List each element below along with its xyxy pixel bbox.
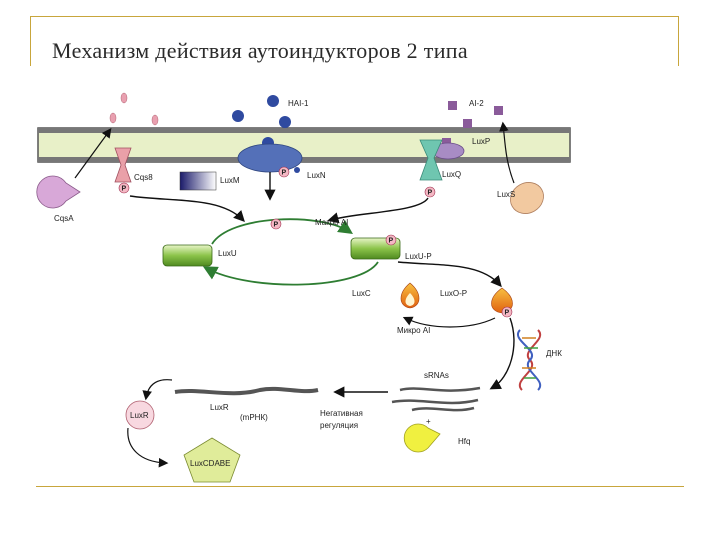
frame-left-line [30, 16, 31, 66]
srnas-label: sRNAs [424, 371, 449, 380]
plus-label: + [426, 417, 431, 426]
luxn-receptor [237, 143, 303, 173]
luxq-phosphate [424, 186, 436, 198]
luxc-label: LuxC [352, 289, 371, 298]
luxu-p-phosphate [385, 234, 397, 246]
luxp-label: LuxP [472, 137, 490, 146]
micro-ai-arrow [402, 316, 496, 328]
luxn-phosphate [278, 166, 290, 178]
luxo-to-srna-arrow [489, 317, 515, 390]
luxu-protein [162, 244, 213, 267]
luxcdabe-operon [183, 437, 241, 483]
luxm-label: LuxM [220, 176, 240, 185]
luxn-label: LuxN [307, 171, 326, 180]
srna-strands [391, 386, 481, 412]
luxn-small-dot [294, 167, 300, 173]
cqs8-to-cycle-arrow [129, 195, 245, 223]
hai1-molecules [232, 95, 291, 149]
luxq-phosphate-label: P [428, 190, 433, 197]
neg-regulation-line1: Негативная [320, 409, 363, 418]
luxu-label: LuxU [218, 249, 237, 258]
luxcdabe-label: LuxCDABE [190, 459, 230, 468]
cqs8-phosphate-label: P [122, 186, 127, 193]
luxo-p-phosphate [501, 306, 513, 318]
mrna-to-luxr-arrow [142, 379, 173, 401]
cycle-phosphate [270, 218, 282, 230]
luxm-enzyme [179, 171, 217, 191]
mrna-label: (mРНК) [240, 413, 268, 422]
frame-right-line [678, 16, 679, 66]
cqs8-receptor [114, 147, 132, 183]
cqs8-label: Cqs8 [134, 173, 153, 182]
neg-regulation-line2: регуляция [320, 421, 358, 430]
luxq-to-cycle-arrow [327, 197, 429, 224]
luxr-gene-label: LuxR [210, 403, 229, 412]
luxs-label: LuxS [497, 190, 515, 199]
cai1-molecules [109, 92, 159, 126]
frame-top-line [30, 16, 678, 17]
luxr-to-luxcdabe-arrow [127, 427, 169, 468]
dna-label: ДНК [546, 349, 562, 358]
luxs-enzyme [510, 182, 544, 214]
luxu-p-phosphate-label: P [389, 238, 394, 245]
luxs-to-ai2-arrow [499, 121, 515, 184]
dna-helix [516, 329, 542, 391]
ai2-molecules [442, 101, 503, 147]
luxq-receptor [419, 139, 443, 181]
cqsa-enzyme [36, 175, 81, 209]
slide-title: Механизм действия аутоиндукторов 2 типа [52, 38, 468, 63]
hfq-label: Hfq [458, 437, 470, 446]
luxr-protein [125, 400, 155, 430]
luxu-to-luxo-arrow [397, 261, 502, 288]
hfq-protein [403, 423, 441, 453]
luxq-label: LuxQ [442, 170, 461, 179]
luxo-p-label: LuxO-P [440, 289, 467, 298]
micro-ai-label: Микро AI [397, 326, 430, 335]
cqsa-label: CqsA [54, 214, 74, 223]
ai2-label: AI-2 [469, 99, 484, 108]
luxo-protein [400, 282, 420, 309]
cqsa-to-cai1-arrow [74, 128, 112, 179]
hai1-label: HAI-1 [288, 99, 309, 108]
cqs8-phosphate [118, 182, 130, 194]
luxn-phosphate-label: P [282, 170, 287, 177]
cycle-phosphate-label: P [274, 222, 279, 229]
frame-bottom-line [36, 486, 684, 487]
luxr-protein-label: LuxR [130, 411, 149, 420]
luxr-mrna-strand [174, 386, 319, 396]
luxu-p-label: LuxU-P [405, 252, 432, 261]
macro-ai-label: Макро AI [315, 218, 348, 227]
luxo-p-phosphate-label: P [505, 310, 510, 317]
